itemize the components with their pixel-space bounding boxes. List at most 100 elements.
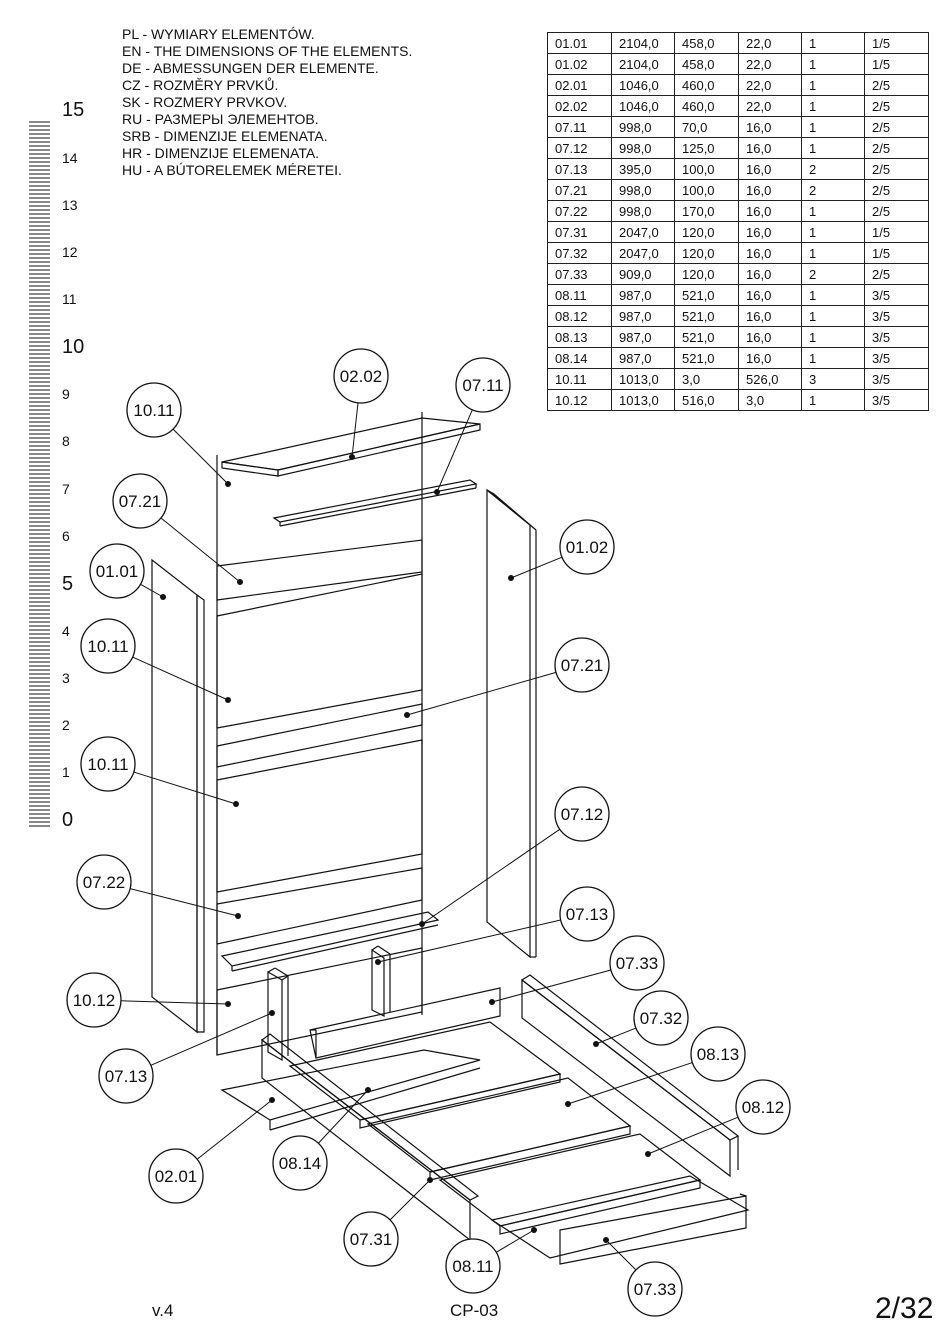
table-cell: 458,0 xyxy=(674,32,739,54)
leader-dot xyxy=(237,579,243,585)
ruler-number: 1 xyxy=(62,764,70,780)
leader-line xyxy=(421,828,561,925)
back-board-1 xyxy=(216,573,423,729)
table-cell: 998,0 xyxy=(611,116,675,138)
table-cell: 16,0 xyxy=(738,179,802,201)
leader-line xyxy=(318,1089,369,1144)
ruler-number: 4 xyxy=(62,623,70,639)
back-board-3 xyxy=(216,947,423,1056)
callout-label: 10.11 xyxy=(87,755,128,774)
leader-dot xyxy=(489,999,495,1005)
table-cell: 02.01 xyxy=(547,74,612,96)
leader-line xyxy=(172,428,229,485)
leader-dot xyxy=(645,1151,651,1157)
table-cell: 2047,0 xyxy=(611,242,675,264)
rail-07-11 xyxy=(272,479,478,523)
leader-line xyxy=(605,1239,637,1271)
table-cell: 10.12 xyxy=(547,389,612,411)
table-cell: 16,0 xyxy=(738,305,802,327)
leader-dot xyxy=(603,1237,609,1243)
ruler-number: 3 xyxy=(62,670,70,686)
ruler-number: 5 xyxy=(62,573,73,595)
ruler-number: 12 xyxy=(62,244,78,260)
leader-line xyxy=(150,1012,273,1066)
leader-dot xyxy=(225,1001,231,1007)
table-cell: 460,0 xyxy=(674,95,739,117)
callout-label: 07.21 xyxy=(561,656,604,675)
table-cell: 526,0 xyxy=(738,368,802,390)
callout-label: 07.13 xyxy=(566,905,609,924)
table-cell: 2/5 xyxy=(864,74,929,96)
leader-line xyxy=(132,656,229,701)
callout-label: 07.22 xyxy=(83,873,126,892)
table-cell: 170,0 xyxy=(674,200,739,222)
callout-circle xyxy=(633,990,689,1046)
language-line: SK - ROZMERY PRVKOV. xyxy=(122,94,288,110)
leader-dot xyxy=(235,913,241,919)
leader-line xyxy=(510,556,563,579)
callout-label: 07.33 xyxy=(634,1280,677,1299)
callout-circle xyxy=(554,786,610,842)
ruler-number: 0 xyxy=(62,809,73,831)
ruler-number: 11 xyxy=(62,291,77,307)
callout-circle xyxy=(89,543,145,599)
page-number: 2/32 xyxy=(875,1292,934,1325)
leader-dot xyxy=(419,921,425,927)
rail-07-12 xyxy=(220,911,440,967)
rail-07-21-top xyxy=(216,539,423,601)
table-cell: 16,0 xyxy=(738,347,802,369)
callout-label: 08.14 xyxy=(279,1154,322,1173)
leader-line xyxy=(160,517,241,583)
plinth-front xyxy=(559,1195,747,1265)
table-cell: 07.22 xyxy=(547,200,612,222)
callout-circle xyxy=(735,1079,791,1135)
ruler-number: 7 xyxy=(62,481,70,497)
shelf-08-13 xyxy=(366,1077,632,1173)
leader-dot xyxy=(269,1097,275,1103)
callout-circle xyxy=(627,1261,683,1317)
leader-line xyxy=(130,888,239,917)
product-code: CP-03 xyxy=(450,1301,499,1320)
leader-dot xyxy=(508,575,514,581)
side-panel-left xyxy=(151,558,198,1034)
rail-07-22 xyxy=(216,867,423,945)
callout-label: 10.12 xyxy=(73,991,116,1010)
table-cell: 01.02 xyxy=(547,53,612,75)
leader-dot xyxy=(365,1087,371,1093)
table-cell: 02.02 xyxy=(547,95,612,117)
rail-07-32 xyxy=(521,978,731,1178)
callout-circle xyxy=(80,618,136,674)
leader-dot xyxy=(349,454,355,460)
table-cell: 987,0 xyxy=(611,284,675,306)
table-cell: 1 xyxy=(801,389,865,411)
ruler-number: 6 xyxy=(62,528,70,544)
callout-label: 07.33 xyxy=(616,954,659,973)
language-line: RU - РАЗМЕРЫ ЭЛЕМЕНТОВ. xyxy=(122,111,319,127)
table-cell: 120,0 xyxy=(674,242,739,264)
back-board-2 xyxy=(216,739,423,893)
callout-label: 01.01 xyxy=(96,562,139,581)
table-cell: 2/5 xyxy=(864,158,929,180)
leader-line xyxy=(495,1229,535,1253)
callout-circle xyxy=(272,1135,328,1191)
language-line: HR - DIMENZIJE ELEMENATA. xyxy=(122,145,320,161)
callout-label: 07.13 xyxy=(105,1067,148,1086)
leader-dot xyxy=(269,1010,275,1016)
callout-label: 08.11 xyxy=(452,1257,493,1276)
leader-dot xyxy=(404,712,410,718)
leader-line xyxy=(377,919,561,963)
callout-circle xyxy=(98,1048,154,1104)
table-cell: 01.01 xyxy=(547,32,612,54)
leader-line xyxy=(351,402,359,458)
callout-label: 07.12 xyxy=(561,805,604,824)
leader-line xyxy=(140,583,164,598)
